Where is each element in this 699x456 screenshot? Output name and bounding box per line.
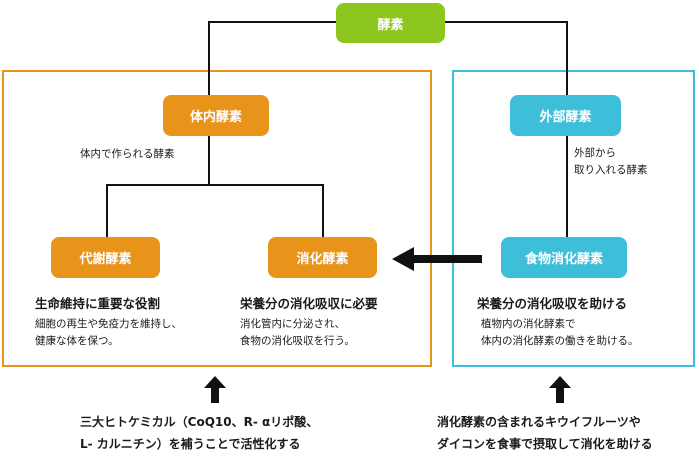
bottom-right-line2: ダイコンを食事で摂取して消化を助ける bbox=[437, 437, 653, 451]
metabolic-desc-line2: 健康な体を保つ。 bbox=[35, 335, 119, 347]
external-enzyme-box: 外部酵素 bbox=[510, 95, 621, 136]
connector-internal-h bbox=[106, 184, 324, 186]
external-note-line1: 外部から bbox=[574, 147, 616, 159]
digestive-desc-line2: 食物の消化吸収を行う。 bbox=[240, 335, 355, 347]
connector-metabolic-v bbox=[106, 184, 108, 237]
bottom-right-line1: 消化酵素の含まれるキウイフルーツや bbox=[437, 415, 641, 429]
food-digestive-enzyme-box: 食物消化酵素 bbox=[501, 237, 627, 278]
arrow-up-right-icon bbox=[549, 376, 571, 403]
external-note-line2: 取り入れる酵素 bbox=[574, 164, 648, 176]
metabolic-desc-line1: 細胞の再生や免疫力を維持し、 bbox=[35, 318, 182, 330]
metabolic-heading: 生命維持に重要な役割 bbox=[35, 296, 161, 311]
connector-digestive-v bbox=[322, 184, 324, 237]
arrow-up-left-icon bbox=[204, 376, 226, 403]
connector-root-right-v bbox=[566, 21, 568, 95]
food-digestive-desc-line2: 体内の消化酵素の働きを助ける。 bbox=[481, 335, 639, 347]
metabolic-enzyme-box: 代謝酵素 bbox=[51, 237, 160, 278]
internal-enzyme-box: 体内酵素 bbox=[163, 95, 269, 136]
external-enzyme-frame bbox=[452, 70, 695, 367]
connector-internal-v bbox=[208, 135, 210, 185]
digestive-enzyme-box: 消化酵素 bbox=[268, 237, 377, 278]
digestive-desc-line1: 消化管内に分泌され、 bbox=[240, 318, 346, 330]
arrow-shaft-food-to-digestive bbox=[412, 255, 482, 263]
root-enzyme-box: 酵素 bbox=[336, 3, 445, 43]
bottom-left-line2: L- カルニチン）を補うことで活性化する bbox=[80, 437, 301, 451]
arrow-head-left-icon bbox=[392, 247, 414, 271]
internal-note: 体内で作られる酵素 bbox=[80, 148, 175, 160]
digestive-heading: 栄養分の消化吸収に必要 bbox=[240, 296, 378, 311]
connector-root-left-h bbox=[208, 21, 337, 23]
bottom-left-line1: 三大ヒトケミカル（CoQ10、R- αリポ酸、 bbox=[80, 415, 319, 429]
connector-root-left-v bbox=[208, 21, 210, 95]
connector-external-v bbox=[566, 135, 568, 237]
food-digestive-heading: 栄養分の消化吸収を助ける bbox=[477, 296, 628, 311]
food-digestive-desc-line1: 植物内の消化酵素で bbox=[481, 318, 576, 330]
internal-enzyme-frame bbox=[2, 70, 432, 367]
connector-root-right-h bbox=[444, 21, 568, 23]
